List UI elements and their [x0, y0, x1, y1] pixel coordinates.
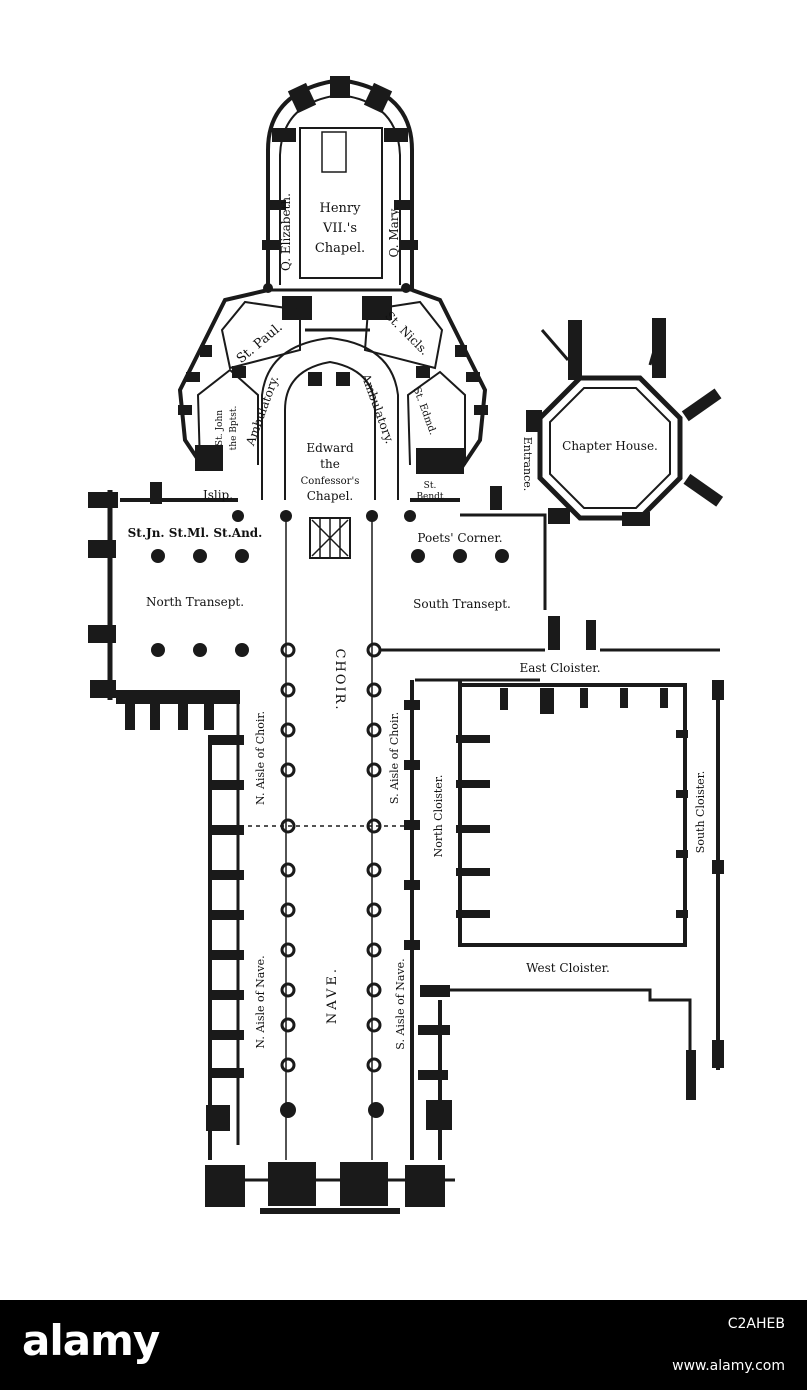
- nave-walls: [205, 520, 455, 1214]
- label-edward-2: the: [320, 457, 340, 471]
- apse-chapels-walls: [177, 288, 488, 522]
- label-n-aisle-nave: N. Aisle of Nave.: [254, 955, 267, 1048]
- label-choir: CHOIR.: [332, 649, 347, 712]
- label-henry-1: Henry: [320, 201, 362, 216]
- label-east-cloister: East Cloister.: [519, 661, 600, 675]
- site-url: www.alamy.com: [672, 1358, 785, 1374]
- label-edward-1: Edward: [306, 441, 354, 455]
- label-north-transept: North Transept.: [146, 595, 244, 609]
- label-q-mary: Q. Mary.: [387, 206, 401, 257]
- label-st-bendt-2: Bendt: [416, 492, 443, 502]
- label-henry-2: VII.'s: [322, 221, 357, 236]
- cloister-walls: [415, 678, 724, 1100]
- label-st-nicls: St. Nicls.: [382, 309, 431, 358]
- westminster-abbey-plan: Henry VII.'s Chapel. Q. Elizabeth. Q. Ma…: [88, 76, 724, 1214]
- label-st-bendt-1: St.: [424, 481, 437, 491]
- label-south-transept: South Transept.: [413, 597, 511, 611]
- label-chapter-house: Chapter House.: [562, 439, 658, 453]
- label-ambulatory-south: Ambulatory.: [358, 371, 397, 446]
- label-st-chapels: St.Jn. St.Ml. St.And.: [128, 526, 263, 540]
- label-poets-corner: Poets' Corner.: [417, 531, 502, 545]
- label-islip: Islip.: [203, 488, 233, 502]
- henry-vii-chapel-walls: [262, 76, 418, 332]
- label-s-aisle-choir: S. Aisle of Choir.: [388, 712, 401, 804]
- column-row-south: [366, 642, 382, 1073]
- label-nave: NAVE.: [325, 966, 340, 1024]
- label-edward-4: Chapel.: [307, 489, 354, 503]
- shrine-screen: [309, 517, 351, 559]
- label-north-cloister: North Cloister.: [432, 775, 445, 858]
- brand-logo: alamy: [22, 1316, 160, 1365]
- image-id: C2AHEB: [727, 1316, 785, 1332]
- label-st-edmd: St. Edmd.: [411, 386, 438, 437]
- label-q-elizabeth: Q. Elizabeth.: [279, 193, 293, 271]
- label-s-aisle-nave: S. Aisle of Nave.: [394, 958, 407, 1049]
- label-west-cloister: West Cloister.: [526, 961, 610, 975]
- label-entrance: Entrance.: [521, 437, 534, 492]
- label-south-cloister: South Cloister.: [694, 771, 707, 853]
- watermark-banner: alamy C2AHEB www.alamy.com: [0, 1300, 807, 1390]
- chapter-house-walls: [526, 318, 724, 526]
- label-st-john-1: St. John: [215, 410, 225, 446]
- label-henry-3: Chapel.: [315, 241, 365, 256]
- transept-walls: [88, 482, 720, 730]
- label-n-aisle-choir: N. Aisle of Choir.: [254, 711, 267, 805]
- column-row-north: [280, 642, 296, 1073]
- label-edward-3: Confessor's: [301, 476, 360, 487]
- label-st-john-2: the Bptst.: [229, 406, 239, 451]
